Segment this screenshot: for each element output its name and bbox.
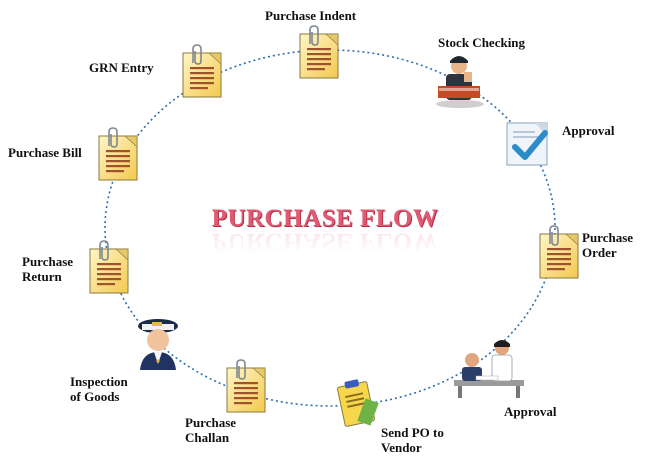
label-send-po: Send PO to Vendor bbox=[381, 425, 444, 455]
purchase-return-document-icon bbox=[89, 240, 129, 294]
label-approval-2: Approval bbox=[504, 404, 557, 419]
purchase-bill-document-icon bbox=[98, 127, 138, 181]
label-purchase-order: Purchase Order bbox=[582, 230, 634, 260]
stock-checking-person-icon bbox=[436, 56, 484, 108]
purchase-challan-document-icon bbox=[226, 359, 266, 413]
diagram-title-reflection: PURCHASE FLOW bbox=[211, 228, 439, 255]
inspection-officer-icon bbox=[138, 319, 178, 370]
approval-meeting-icon bbox=[454, 340, 524, 398]
label-inspection: Inspection of Goods bbox=[70, 374, 128, 404]
label-purchase-bill: Purchase Bill bbox=[8, 145, 82, 160]
label-grn-entry: GRN Entry bbox=[89, 60, 154, 75]
label-purchase-return: Purchase Return bbox=[22, 254, 74, 284]
label-purchase-indent: Purchase Indent bbox=[265, 8, 357, 23]
purchase-order-document-icon bbox=[539, 225, 579, 279]
label-stock-checking: Stock Checking bbox=[438, 35, 526, 50]
diagram-title: PURCHASE FLOW bbox=[211, 205, 439, 232]
approval-checkmark-document-icon bbox=[506, 122, 548, 166]
label-purchase-challan: Purchase Challan bbox=[185, 415, 237, 445]
flow-ring bbox=[104, 49, 556, 407]
grn-entry-document-icon bbox=[182, 44, 222, 98]
label-approval-1: Approval bbox=[562, 123, 615, 138]
send-po-clipboard-icon bbox=[337, 379, 379, 427]
purchase-indent-document-icon bbox=[299, 25, 339, 79]
